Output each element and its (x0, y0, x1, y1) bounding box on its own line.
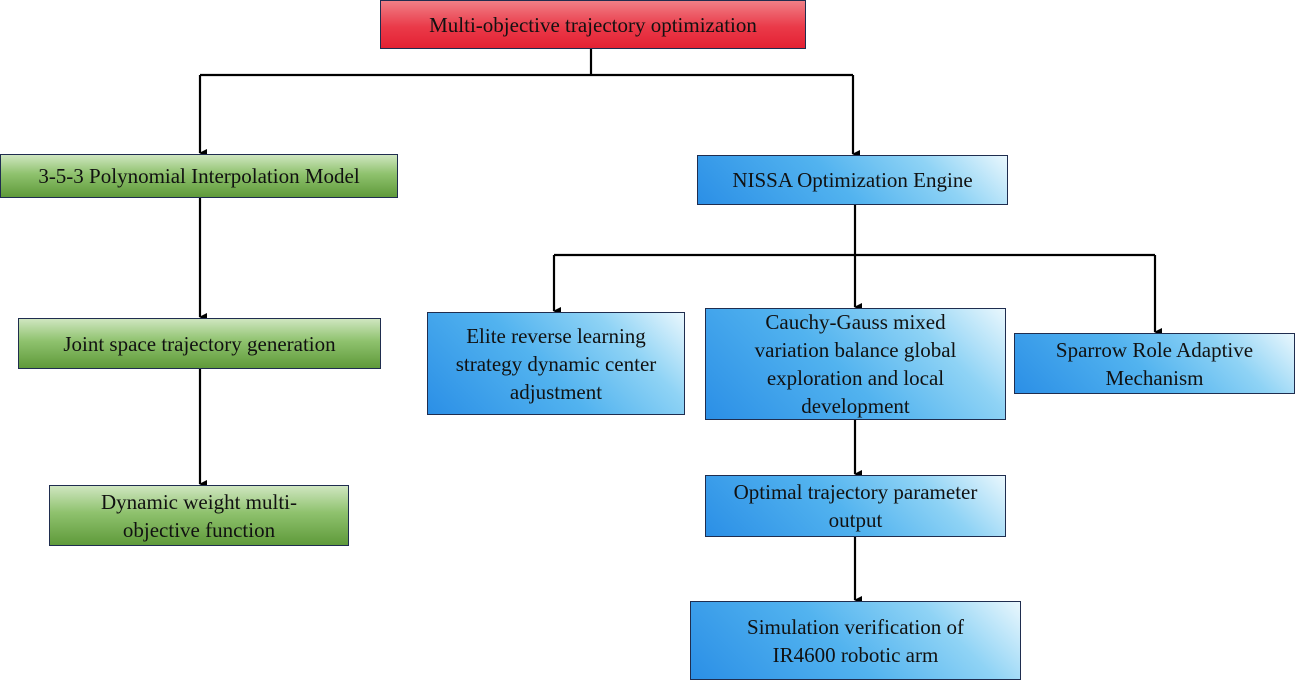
node-optimal-output: Optimal trajectory parameter output (705, 475, 1006, 537)
node-dynamic-weight-label: Dynamic weight multi-objective function (101, 489, 297, 542)
node-cauchy-gauss-label: Cauchy-Gauss mixed variation balance glo… (754, 310, 957, 418)
node-cauchy-gauss: Cauchy-Gauss mixed variation balance glo… (705, 308, 1006, 420)
node-root: Multi-objective trajectory optimization (380, 0, 806, 49)
node-sparrow-role: Sparrow Role Adaptive Mechanism (1014, 333, 1295, 394)
node-polynomial-model: 3-5-3 Polynomial Interpolation Model (0, 154, 398, 198)
node-joint-space-label: Joint space trajectory generation (63, 331, 336, 356)
node-root-label: Multi-objective trajectory optimization (429, 12, 757, 37)
node-optimal-output-label: Optimal trajectory parameter output (733, 480, 978, 532)
node-nissa-engine: NISSA Optimization Engine (697, 155, 1008, 205)
node-nissa-engine-label: NISSA Optimization Engine (732, 168, 973, 192)
node-sparrow-role-label: Sparrow Role Adaptive Mechanism (1055, 337, 1254, 390)
node-dynamic-weight: Dynamic weight multi-objective function (49, 485, 349, 546)
node-joint-space: Joint space trajectory generation (18, 318, 381, 369)
node-elite-reverse-label: Elite reverse learning strategy dynamic … (455, 323, 657, 404)
node-simulation-verification: Simulation verification of IR4600 roboti… (690, 601, 1021, 680)
node-elite-reverse: Elite reverse learning strategy dynamic … (427, 312, 685, 415)
node-polynomial-model-label: 3-5-3 Polynomial Interpolation Model (38, 164, 360, 188)
node-simulation-verification-label: Simulation verification of IR4600 roboti… (747, 614, 964, 667)
